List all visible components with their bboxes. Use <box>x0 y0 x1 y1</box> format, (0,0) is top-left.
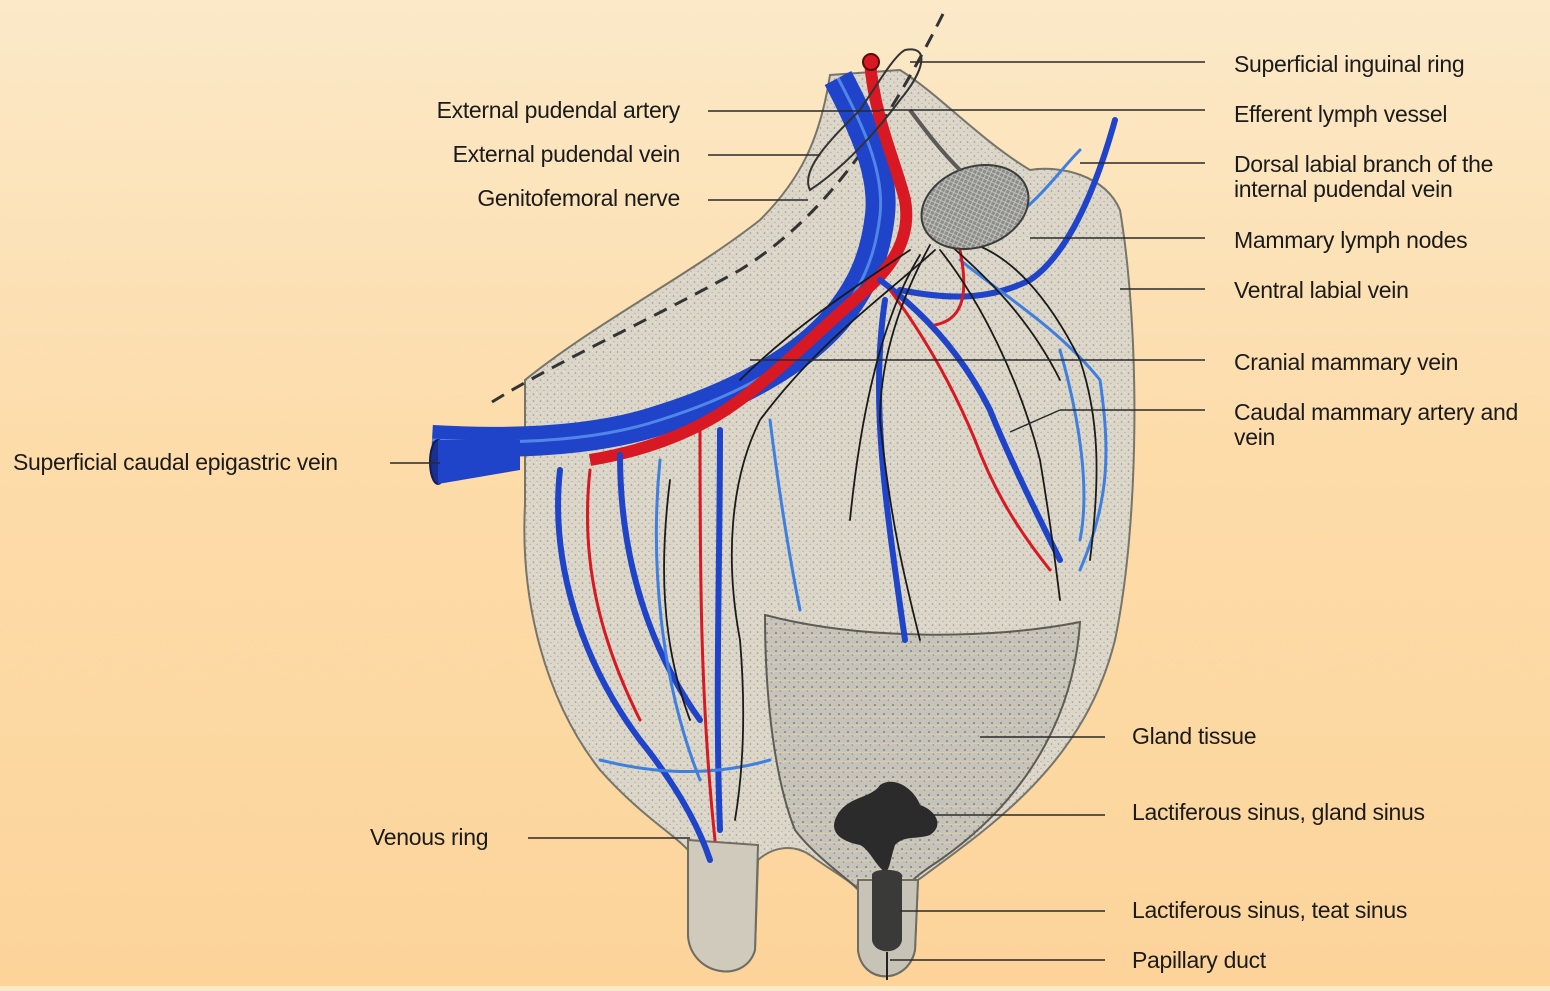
label-papillary-duct: Papillary duct <box>1132 948 1266 973</box>
label-external-pudendal-vein: External pudendal vein <box>380 142 680 167</box>
left-teat <box>688 840 758 971</box>
label-dorsal-labial-branch: Dorsal labial branch of the internal pud… <box>1234 152 1529 202</box>
label-lactiferous-sinus-teat: Lactiferous sinus, teat sinus <box>1132 898 1407 923</box>
label-genitofemoral-nerve: Genitofemoral nerve <box>380 186 680 211</box>
label-ventral-labial-vein: Ventral labial vein <box>1234 278 1409 303</box>
label-caudal-mammary-artery-vein: Caudal mammary artery and vein <box>1234 400 1546 450</box>
label-cranial-mammary-vein: Cranial mammary vein <box>1234 350 1458 375</box>
label-gland-tissue: Gland tissue <box>1132 724 1256 749</box>
label-superficial-inguinal-ring: Superficial inguinal ring <box>1234 52 1464 77</box>
artery-cut-end <box>863 54 879 70</box>
label-mammary-lymph-nodes: Mammary lymph nodes <box>1234 228 1467 253</box>
label-superficial-caudal-epigastric-vein: Superficial caudal epigastric vein <box>13 450 338 475</box>
label-venous-ring: Venous ring <box>370 825 488 850</box>
teat-sinus <box>872 870 902 952</box>
gland-tissue <box>765 615 1080 890</box>
label-lactiferous-sinus-gland: Lactiferous sinus, gland sinus <box>1132 800 1425 825</box>
label-external-pudendal-artery: External pudendal artery <box>380 98 680 123</box>
label-efferent-lymph-vessel: Efferent lymph vessel <box>1234 102 1447 127</box>
